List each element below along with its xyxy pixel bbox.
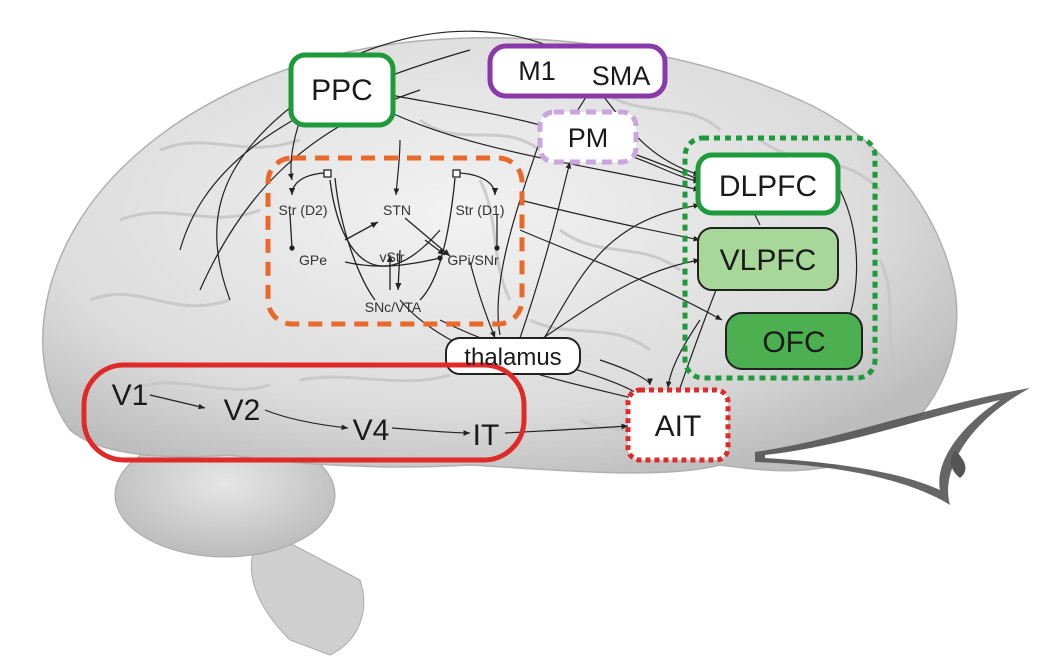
arrow-ppc-dlpfc-2: [384, 109, 701, 192]
arrow-dlpfc-vlpfc: [754, 214, 761, 226]
arrow-dlpfc-ofc: [839, 189, 858, 316]
pm-box: [537, 109, 639, 165]
arrow-ppc-dlpfc: [389, 94, 701, 181]
pfc-group-box: [682, 135, 878, 381]
pm-label: PM: [568, 123, 609, 153]
vlpfc-label: VLPFC: [720, 244, 817, 277]
arrow-v4-it: [391, 427, 471, 436]
m1-sma-box: [487, 43, 668, 99]
it-label: IT: [473, 419, 500, 452]
stn-label: STN: [383, 202, 411, 218]
basal-ganglia-wiring: [288, 169, 500, 301]
v2-label: V2: [224, 394, 261, 427]
thalamus-label: thalamus: [464, 344, 561, 371]
brainstem: [250, 529, 365, 656]
eye-icon: [755, 388, 1030, 505]
arrow-vlpfc-ait: [679, 279, 721, 389]
str-d2-label: Str (D2): [279, 202, 328, 218]
vstr-label: vStr: [380, 249, 405, 265]
arrow-v2-v4: [264, 409, 349, 431]
sma-label: SMA: [592, 61, 651, 91]
v1-label: V1: [112, 379, 149, 412]
bg-node-left: [323, 169, 332, 178]
ppc-label: PPC: [311, 74, 373, 107]
ofc-box: [725, 312, 863, 370]
ventral-stream-box: [81, 362, 527, 463]
arrow-thalamus-up: [497, 139, 541, 336]
m1-label: M1: [518, 56, 556, 86]
ait-label: AIT: [655, 410, 702, 443]
vlpfc-box: [697, 227, 839, 291]
arrow-bg-vlpfc: [519, 199, 701, 242]
arrow-thalamus-ait: [599, 359, 653, 386]
arrow-thalamus-pm: [519, 161, 572, 339]
gpe-label: GPe: [299, 252, 327, 268]
arrow-thalamus-vlpfc: [539, 258, 701, 341]
dlpfc-label: DLPFC: [719, 170, 817, 203]
ait-box: [625, 387, 731, 463]
dlpfc-box: [695, 152, 841, 216]
arrow-gpi-thalamus: [469, 261, 496, 339]
arrow-thalamus-dlpfc: [539, 203, 701, 346]
basal-ganglia-box: [265, 155, 525, 327]
arrow-ofc-ait: [665, 319, 701, 389]
arrow-bg-ofc: [519, 229, 723, 321]
str-d1-label: Str (D1): [456, 202, 505, 218]
snc-vta-label: SNc/VTA: [365, 299, 422, 315]
arrow-to-ppc: [216, 99, 301, 301]
ppc-box: [288, 52, 396, 128]
arrow-v1-v2: [149, 394, 206, 410]
arrow-to-stn: [393, 139, 401, 196]
arrow-ppc-str: [287, 119, 301, 181]
v4-label: V4: [353, 414, 390, 447]
ofc-label: OFC: [762, 326, 825, 359]
gpi-snr-label: GPi/SNr: [447, 252, 499, 268]
bg-node-right: [452, 169, 461, 178]
